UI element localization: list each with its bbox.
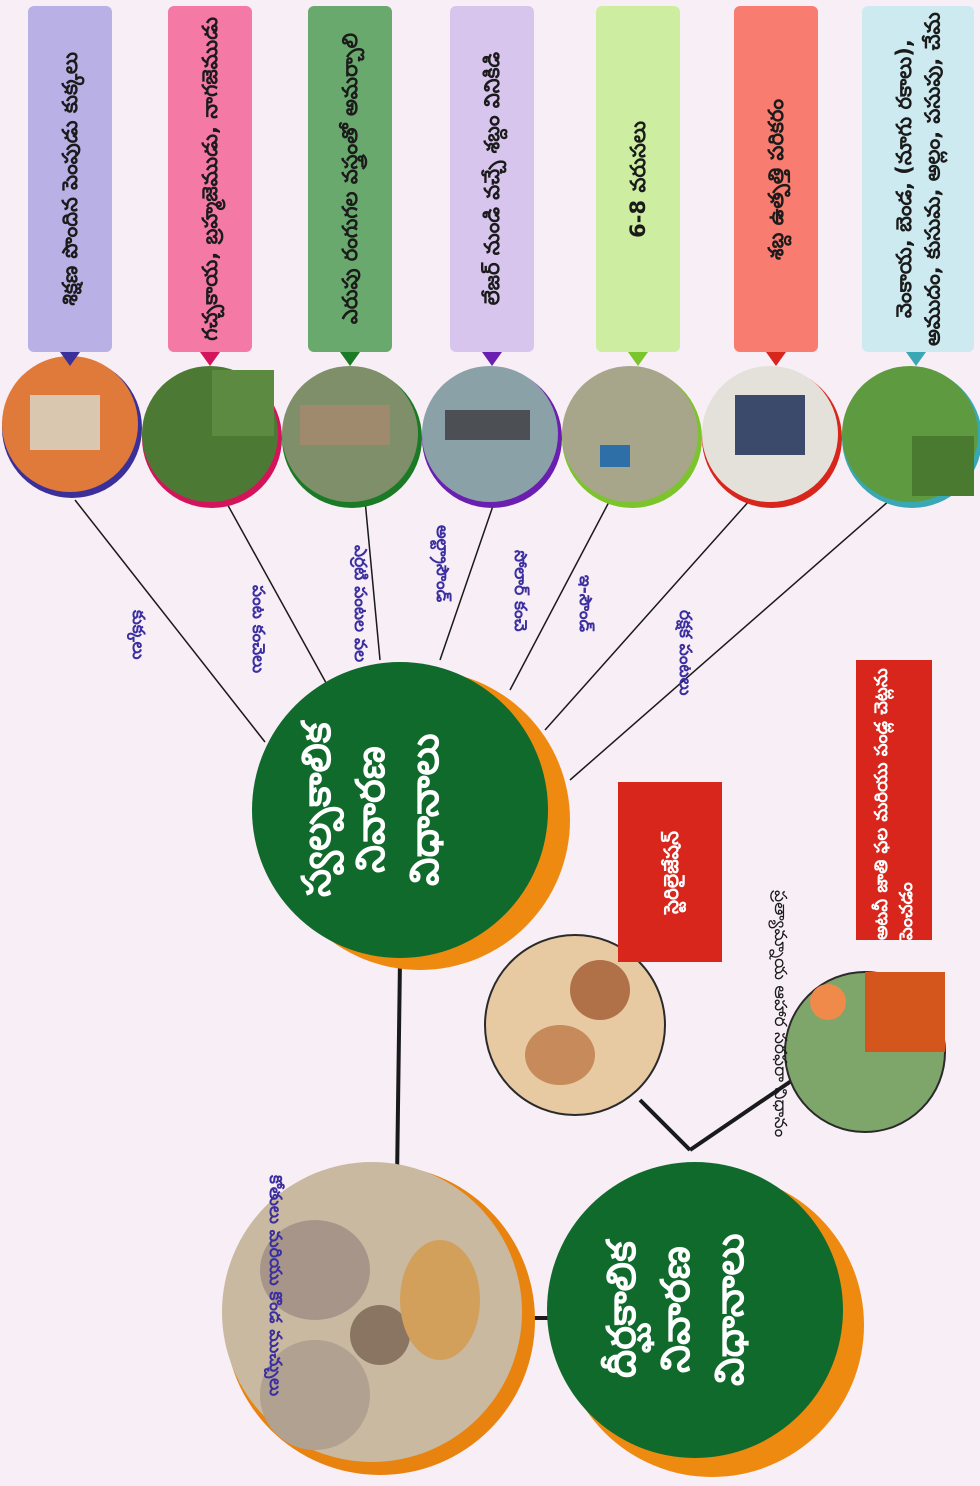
label-net: ఎర్రటి పంటల వల [350, 545, 370, 663]
label-ultrasound: అల్ట్రాసౌండ్ [432, 525, 452, 603]
short-term-hub-title: స్వల్పకాలిక నివారణ విధానాలు [294, 722, 448, 898]
box-dogs: శిక్షణ పొందిన పెంపుడు కుక్కలు [28, 6, 112, 352]
box-ultrasound-arrow [482, 352, 502, 366]
sterilization-tag: స్టెరిలైజేషన్ [618, 782, 722, 962]
box-net-arrow [340, 352, 360, 366]
label-solar: సోలార్ కంచె [510, 550, 530, 632]
monkeys-caption: కోతులు మరియు కొండ ముచ్చులు [265, 1175, 285, 1397]
label-esound: ఇ-సౌండ్ [575, 575, 595, 633]
box-guard-crops-text: వెంకాయ, బెండ, (నూగు రకాలు), అముదం, కుసుమ… [891, 12, 944, 346]
box-fence-text: గచ్చకాయ, బ్రహ్మజెముడు, నాగజెముడు [197, 17, 222, 341]
spoke-photos [2, 356, 980, 508]
short-term-hub [252, 662, 548, 958]
box-esound-arrow [766, 352, 786, 366]
box-ultrasound: లేజర్ నుండి వచ్చే శబ్దం వినికిడి [450, 6, 534, 352]
box-dogs-text: శిక్షణ పొందిన పెంపుడు కుక్కలు [57, 52, 82, 306]
box-net: ఎరుపు రంగుగల వస్త్రంతో అమర్చాలి [308, 6, 392, 352]
box-fence: గచ్చకాయ, బ్రహ్మజెముడు, నాగజెముడు [168, 6, 252, 352]
box-solar-text: 6-8 వరుసలు [625, 120, 650, 238]
box-solar: 6-8 వరుసలు [596, 6, 680, 352]
box-fence-arrow [200, 352, 220, 366]
box-ultrasound-text: లేజర్ నుండి వచ్చే శబ్దం వినికిడి [479, 52, 504, 306]
box-net-text: ఎరుపు రంగుగల వస్త్రంతో అమర్చాలి [337, 33, 362, 325]
long-term-hub [547, 1162, 843, 1458]
label-fence: పంట కంచెలు [248, 585, 268, 674]
sterilization-photo [484, 934, 666, 1116]
box-dogs-arrow [60, 352, 80, 366]
label-dogs: కుక్కలు [128, 610, 148, 660]
fruit-trees-tag: అటవీ జాతి ఫల మరియు పండ్ల చెట్లను పెంచడం [856, 660, 932, 940]
long-term-hub-title: దీర్ఘకాలిక నివారణ విధానాలు [599, 1233, 753, 1387]
box-esound: శబ్ద ఉత్పత్తి పరికరం [734, 6, 818, 352]
box-guard-crops: వెంకాయ, బెండ, (నూగు రకాలు), అముదం, కుసుమ… [862, 6, 974, 352]
box-esound-text: శబ్ద ఉత్పత్తి పరికరం [763, 98, 788, 260]
box-solar-arrow [628, 352, 648, 366]
label-guard-crops: రక్షక పంటలు [675, 610, 695, 696]
alt-food-caption: ప్రత్యామ్నాయ ఆహార సరఫరా విధానం [770, 890, 790, 1138]
box-guard-crops-arrow [906, 352, 926, 366]
